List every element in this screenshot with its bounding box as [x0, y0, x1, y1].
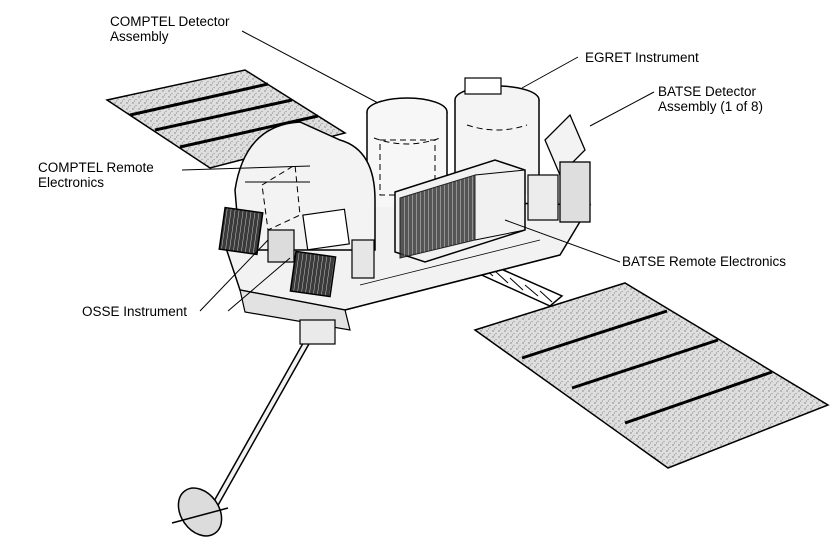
osse-instrument-shape	[218, 206, 375, 298]
comptel-detector-label-line2: Assembly	[110, 29, 169, 44]
batse-detector-label-line1: BATSE Detector	[658, 84, 757, 99]
comptel-housing	[234, 121, 376, 251]
leader-lines	[181, 30, 655, 312]
batse-detector-label: BATSE Detector Assembly (1 of 8)	[658, 84, 763, 114]
antenna-assembly	[171, 319, 336, 537]
comptel-detector-label-line1: COMPTEL Detector	[110, 14, 230, 29]
comptel-remote-label-line1: COMPTEL Remote	[38, 160, 154, 175]
comptel-detector-label: COMPTEL Detector Assembly	[110, 14, 230, 44]
batse-remote-electronics-shape	[394, 159, 526, 263]
egret-label: EGRET Instrument	[585, 50, 699, 65]
osse-label: OSSE Instrument	[82, 304, 188, 319]
comptel-remote-label-line2: Electronics	[38, 175, 105, 190]
batse-detector-label-line2: Assembly (1 of 8)	[658, 99, 764, 114]
comptel-remote-label: COMPTEL Remote Electronics	[38, 160, 154, 190]
batse-detector-shape	[527, 113, 591, 223]
batse-remote-label: BATSE Remote Electronics	[622, 254, 787, 269]
right-solar-array	[473, 282, 830, 469]
